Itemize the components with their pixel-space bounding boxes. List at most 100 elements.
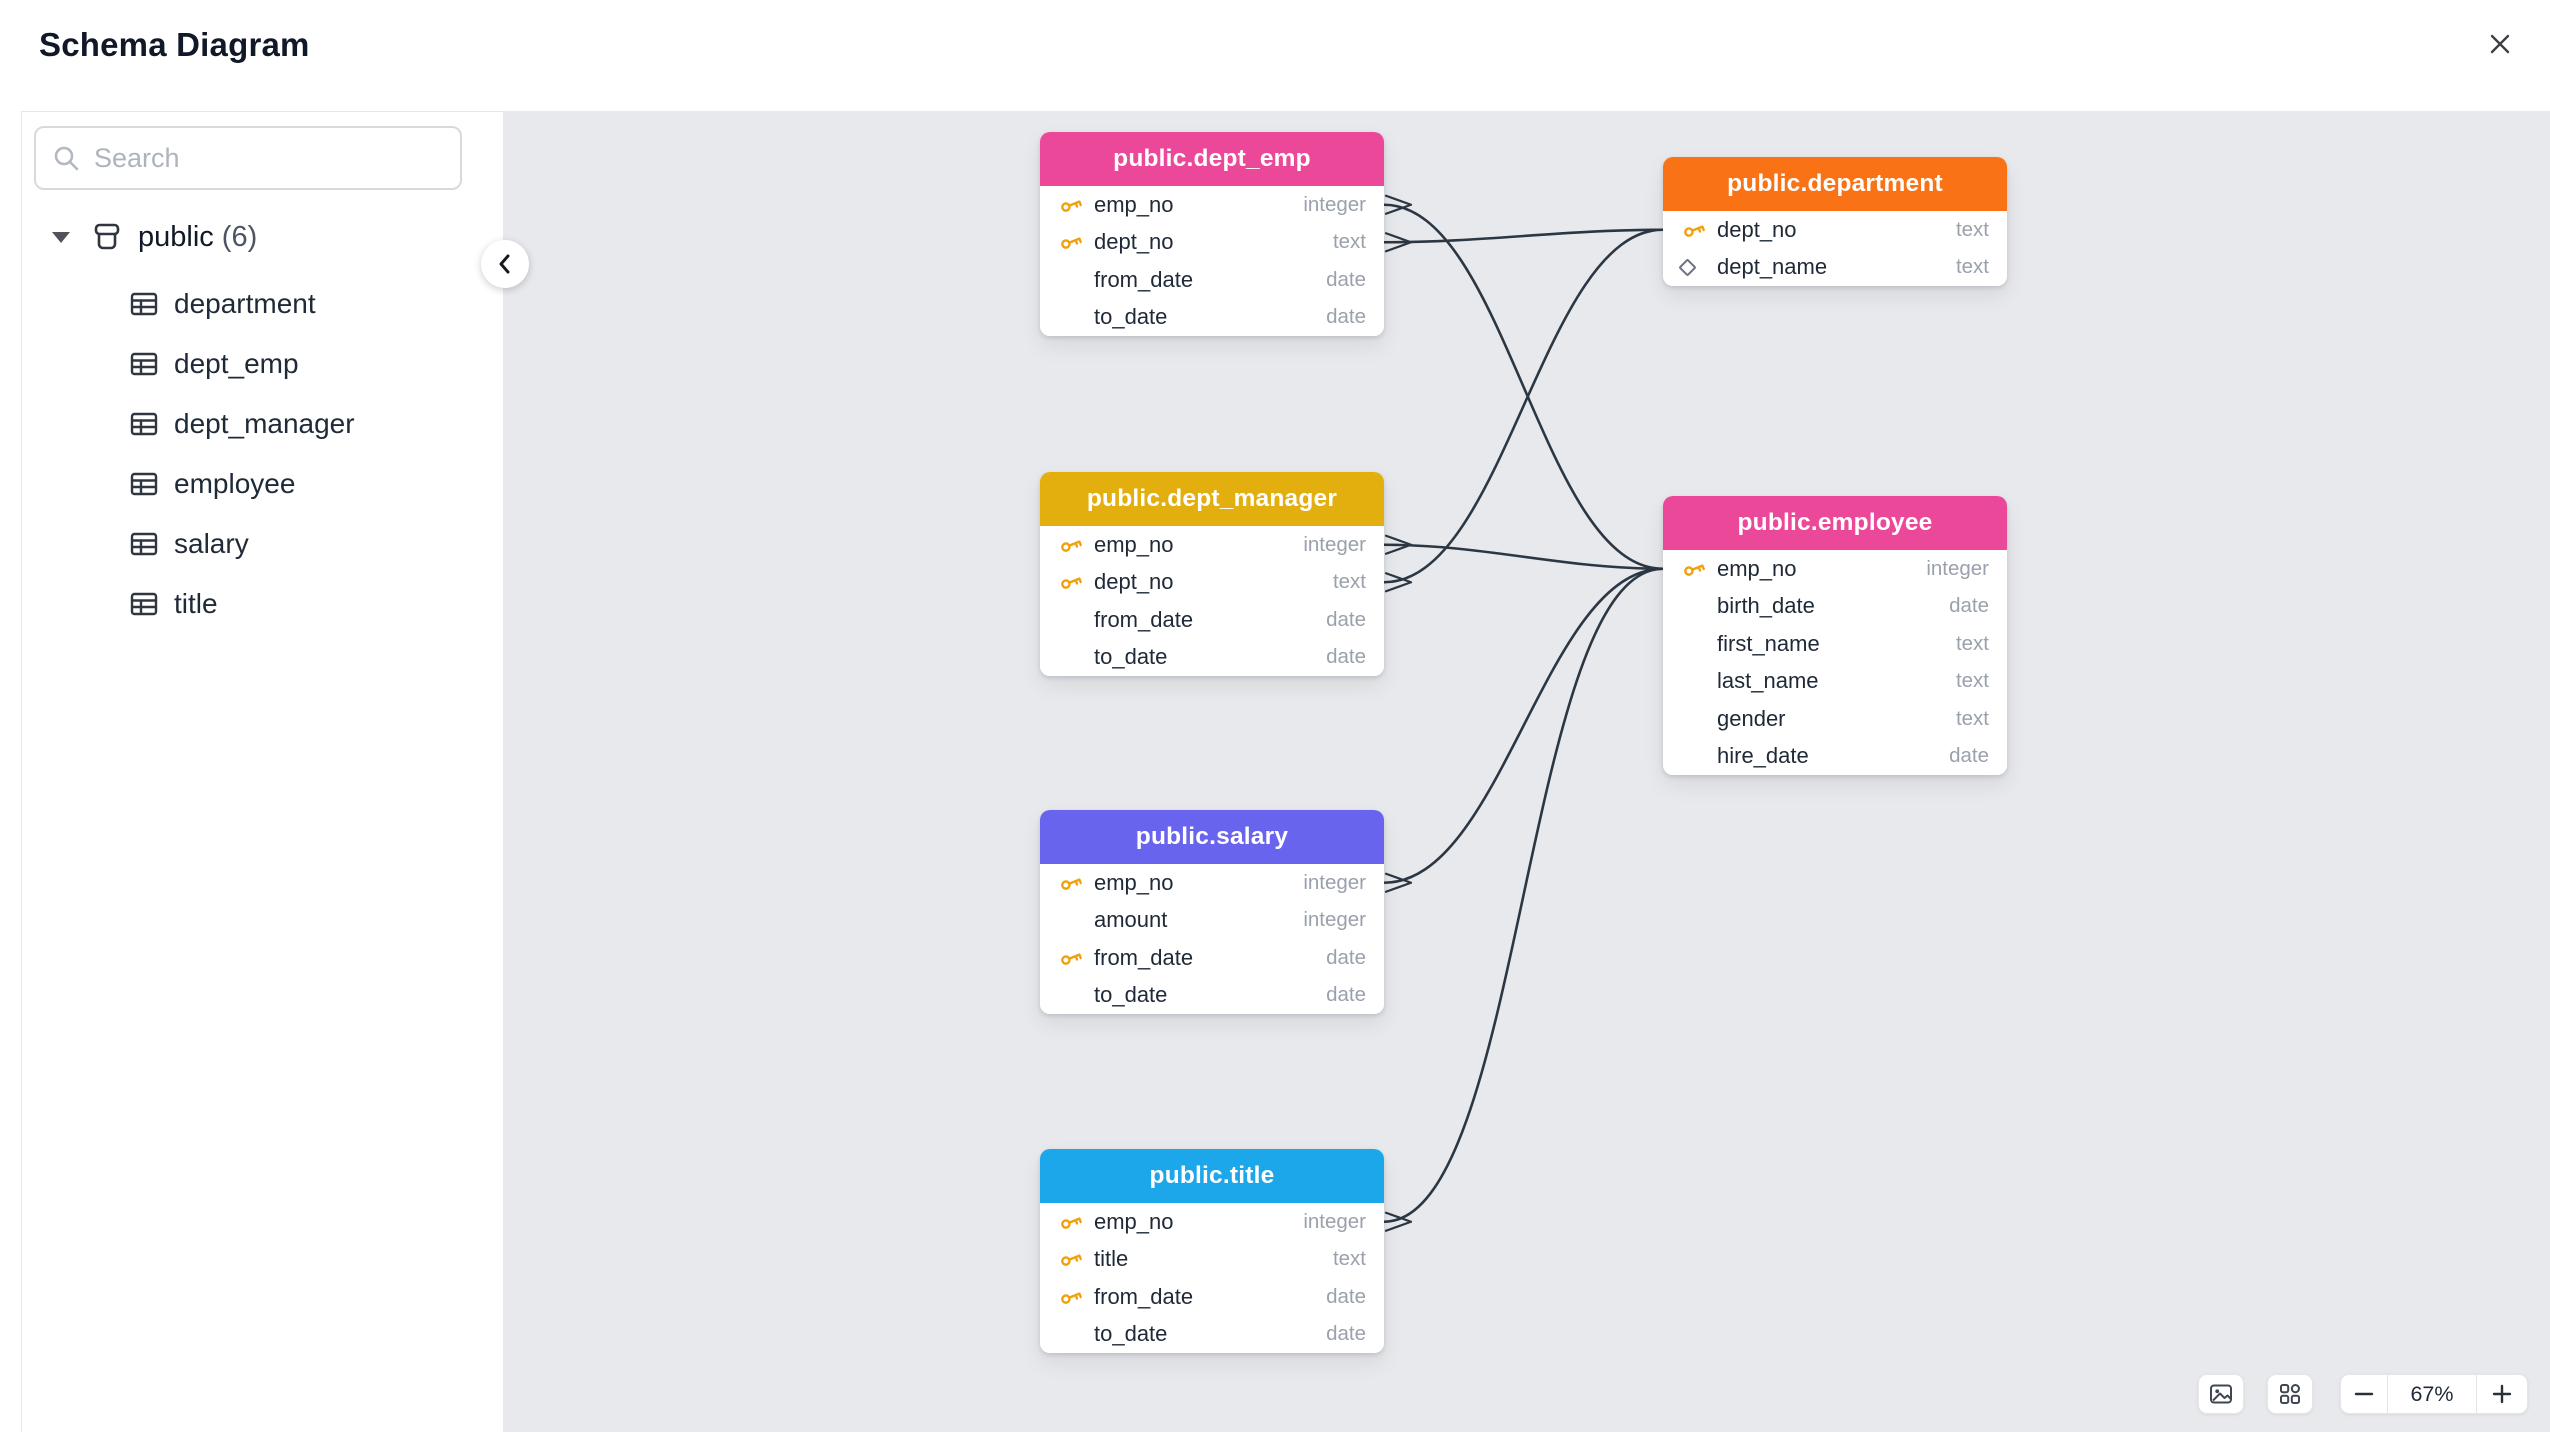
table-node-employee[interactable]: public.employee emp_no integer birth_dat… xyxy=(1663,496,2007,775)
sidebar-collapse-button[interactable] xyxy=(481,240,529,288)
schema-tree: public (6) department dept_emp dept_mana… xyxy=(22,212,503,634)
field-type: date xyxy=(1326,607,1366,631)
field-type: text xyxy=(1955,631,1989,655)
close-button[interactable] xyxy=(2478,22,2522,66)
table-node-title[interactable]: public.title emp_no integer title text f… xyxy=(1040,1149,1384,1353)
table-name: dept_manager xyxy=(174,408,355,439)
primary-key-icon xyxy=(1058,945,1084,971)
table-node-dept_manager[interactable]: public.dept_manager emp_no integer dept_… xyxy=(1040,472,1384,676)
field-type: integer xyxy=(1303,870,1366,894)
field-name: emp_no xyxy=(1094,531,1174,557)
zoom-out-button[interactable] xyxy=(2341,1375,2387,1413)
table-list: department dept_emp dept_manager employe… xyxy=(22,274,503,634)
field-type: date xyxy=(1326,1322,1366,1346)
field-type: integer xyxy=(1926,556,1989,580)
field-name: dept_no xyxy=(1717,216,1797,242)
field-row-title-emp_no: emp_no integer xyxy=(1040,1203,1384,1241)
field-row-department-dept_no: dept_no text xyxy=(1663,211,2007,249)
table-node-title[interactable]: public.department xyxy=(1663,157,2007,211)
table-node-dept_emp[interactable]: public.dept_emp emp_no integer dept_no t… xyxy=(1040,132,1384,336)
field-type: date xyxy=(1326,305,1366,329)
field-row-salary-from_date: from_date date xyxy=(1040,939,1384,977)
search-box xyxy=(34,126,462,190)
field-name: emp_no xyxy=(1717,555,1797,581)
sidebar-item-dept_manager[interactable]: dept_manager xyxy=(22,394,503,454)
field-name: from_date xyxy=(1094,1283,1194,1309)
table-icon xyxy=(130,591,158,617)
primary-key-icon xyxy=(1058,192,1084,218)
table-node-title[interactable]: public.dept_emp xyxy=(1040,132,1384,186)
field-type: text xyxy=(1332,1247,1366,1271)
field-row-employee-emp_no: emp_no integer xyxy=(1663,550,2007,588)
export-image-button[interactable] xyxy=(2198,1374,2244,1414)
field-row-salary-emp_no: emp_no integer xyxy=(1040,864,1384,902)
schema-icon xyxy=(90,220,124,254)
table-node-salary[interactable]: public.salary emp_no integer amount inte… xyxy=(1040,810,1384,1014)
zoom-in-button[interactable] xyxy=(2477,1375,2527,1413)
field-name: dept_name xyxy=(1717,254,1828,280)
field-type: date xyxy=(1949,744,1989,768)
field-row-dept_manager-from_date: from_date date xyxy=(1040,601,1384,639)
field-name: first_name xyxy=(1717,630,1820,656)
table-node-title[interactable]: public.title xyxy=(1040,1149,1384,1203)
field-type: text xyxy=(1332,570,1366,594)
table-icon xyxy=(130,471,158,497)
table-icon xyxy=(130,291,158,317)
table-name: employee xyxy=(174,468,296,499)
field-row-employee-hire_date: hire_date date xyxy=(1663,737,2007,775)
field-row-employee-first_name: first_name text xyxy=(1663,625,2007,663)
search-input[interactable] xyxy=(94,142,448,174)
field-type: date xyxy=(1326,983,1366,1007)
primary-key-icon xyxy=(1681,217,1707,243)
table-node-title[interactable]: public.salary xyxy=(1040,810,1384,864)
sidebar-item-department[interactable]: department xyxy=(22,274,503,334)
field-name: hire_date xyxy=(1717,743,1809,769)
caret-down-icon[interactable] xyxy=(52,231,70,243)
schema-name: public xyxy=(138,220,214,253)
field-type: date xyxy=(1326,1284,1366,1308)
grid-layout-icon xyxy=(2277,1381,2303,1407)
field-row-salary-amount: amount integer xyxy=(1040,901,1384,939)
plus-icon xyxy=(2490,1382,2514,1406)
sidebar-item-dept_emp[interactable]: dept_emp xyxy=(22,334,503,394)
field-row-dept_emp-emp_no: emp_no integer xyxy=(1040,186,1384,224)
primary-key-icon xyxy=(1058,870,1084,896)
sidebar-item-salary[interactable]: salary xyxy=(22,514,503,574)
table-name: salary xyxy=(174,528,249,559)
table-node-department[interactable]: public.department dept_no text dept_name… xyxy=(1663,157,2007,286)
field-name: from_date xyxy=(1094,266,1194,292)
tree-schema-public[interactable]: public (6) xyxy=(22,212,503,262)
primary-key-icon xyxy=(1681,556,1707,582)
sidebar-item-title[interactable]: title xyxy=(22,574,503,634)
field-name: to_date xyxy=(1094,644,1168,670)
field-name: to_date xyxy=(1094,1321,1168,1347)
primary-key-icon xyxy=(1058,229,1084,255)
table-node-title[interactable]: public.employee xyxy=(1663,496,2007,550)
field-row-employee-gender: gender text xyxy=(1663,700,2007,738)
field-name: gender xyxy=(1717,705,1786,731)
table-node-title[interactable]: public.dept_manager xyxy=(1040,472,1384,526)
field-name: from_date xyxy=(1094,944,1194,970)
field-row-dept_manager-dept_no: dept_no text xyxy=(1040,563,1384,601)
minus-icon xyxy=(2352,1382,2376,1406)
field-name: dept_no xyxy=(1094,229,1174,255)
field-type: date xyxy=(1326,945,1366,969)
primary-key-icon xyxy=(1058,1209,1084,1235)
field-type: date xyxy=(1949,594,1989,618)
auto-layout-button[interactable] xyxy=(2267,1374,2313,1414)
field-type: text xyxy=(1955,217,1989,241)
table-icon xyxy=(130,411,158,437)
table-name: dept_emp xyxy=(174,348,299,379)
field-row-dept_manager-to_date: to_date date xyxy=(1040,638,1384,676)
field-row-dept_manager-emp_no: emp_no integer xyxy=(1040,526,1384,564)
field-name: last_name xyxy=(1717,668,1819,694)
table-name: department xyxy=(174,288,316,319)
page-title: Schema Diagram xyxy=(39,26,310,63)
field-type: date xyxy=(1326,645,1366,669)
diagram-canvas[interactable] xyxy=(503,111,2550,1432)
zoom-level: 67% xyxy=(2388,1375,2476,1413)
app-header: Schema Diagram xyxy=(0,0,2550,111)
sidebar-item-employee[interactable]: employee xyxy=(22,454,503,514)
field-name: title xyxy=(1094,1246,1129,1272)
